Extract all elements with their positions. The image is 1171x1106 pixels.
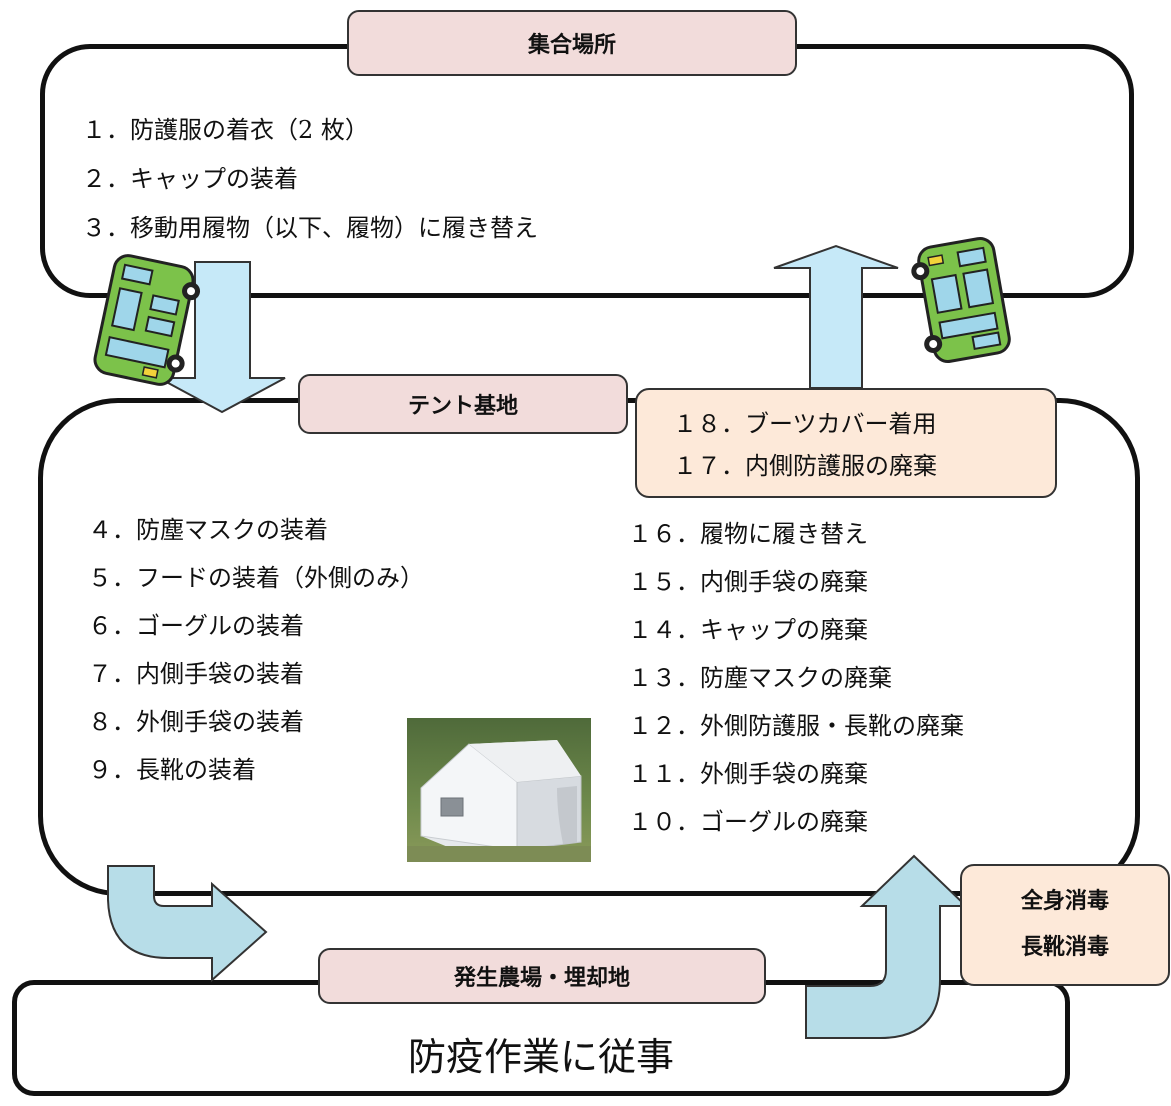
step-item: １６．履物に履き替え bbox=[628, 520, 868, 548]
step-item: ２．キャップの装着 bbox=[82, 165, 298, 193]
assembly-title: 集合場所 bbox=[347, 10, 797, 76]
step-item: １２．外側防護服・長靴の廃棄 bbox=[628, 712, 964, 740]
step-item: ４．防塵マスクの装着 bbox=[88, 516, 328, 544]
tent-photo bbox=[407, 718, 591, 862]
step-item: １４．キャップの廃棄 bbox=[628, 616, 868, 644]
donning-steps: ４．防塵マスクの装着 ５．フードの装着（外側のみ） ６．ゴーグルの装着 ７．内側… bbox=[88, 510, 424, 798]
disinfection-line-1: 全身消毒 bbox=[1020, 889, 1109, 914]
bus-left-icon bbox=[93, 254, 201, 386]
step-item: １０．ゴーグルの廃棄 bbox=[628, 808, 868, 836]
arrow-up-to-assembly bbox=[773, 244, 899, 389]
step-item: １５．内側手袋の廃棄 bbox=[628, 568, 868, 596]
step-item: ８．外側手袋の装着 bbox=[88, 708, 304, 736]
step-item: ９．長靴の装着 bbox=[88, 756, 256, 784]
arrow-down-to-tent bbox=[158, 261, 286, 414]
step-item: １７．内側防護服の廃棄 bbox=[673, 452, 937, 480]
step-item: ７．内側手袋の装着 bbox=[88, 660, 304, 688]
step-item: １８．ブーツカバー着用 bbox=[673, 410, 937, 438]
assembly-steps: １．防護服の着衣（2 枚） ２．キャップの装着 ３．移動用履物（以下、履物）に履… bbox=[82, 110, 538, 257]
step-item: １３．防塵マスクの廃棄 bbox=[628, 664, 892, 692]
bus-right-icon bbox=[911, 237, 1011, 363]
step-item: ５．フードの装着（外側のみ） bbox=[88, 564, 424, 592]
step-item: １１．外側手袋の廃棄 bbox=[628, 760, 868, 788]
field-title: 発生農場・埋却地 bbox=[318, 948, 766, 1004]
tent-base-title: テント基地 bbox=[298, 374, 628, 434]
doffing-steps: １６．履物に履き替え １５．内側手袋の廃棄 １４．キャップの廃棄 １３．防塵マス… bbox=[628, 514, 964, 850]
return-steps-box: １８．ブーツカバー着用 １７．内側防護服の廃棄 bbox=[635, 388, 1057, 498]
step-item: ３．移動用履物（以下、履物）に履き替え bbox=[82, 214, 538, 242]
disinfection-box: 全身消毒 長靴消毒 bbox=[960, 864, 1170, 986]
field-activity: 防疫作業に従事 bbox=[407, 1035, 674, 1079]
step-item: １．防護服の着衣（2 枚） bbox=[82, 116, 369, 144]
arrow-tent-to-field bbox=[107, 865, 268, 983]
disinfection-line-2: 長靴消毒 bbox=[1020, 935, 1109, 960]
step-item: ６．ゴーグルの装着 bbox=[88, 612, 304, 640]
